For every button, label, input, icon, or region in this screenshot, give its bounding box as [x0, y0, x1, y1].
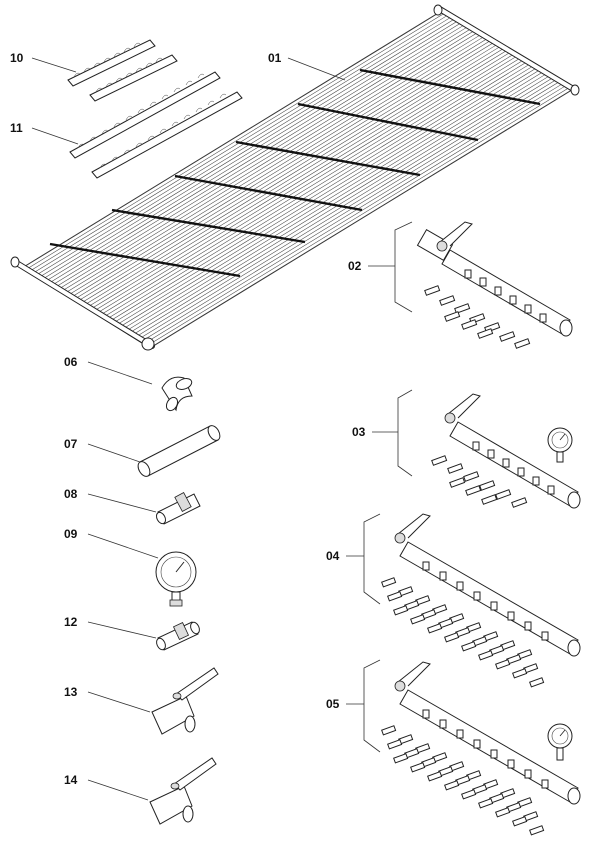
label-03: 03	[352, 425, 366, 439]
part-07-pipe	[137, 425, 221, 477]
part-13-ball-valve	[151, 667, 219, 735]
part-09-pressure-gauge	[155, 551, 197, 607]
part-01-solar-collector-panel	[10, 4, 580, 351]
leader-06	[87, 361, 153, 385]
label-10: 10	[10, 51, 24, 65]
part-05-long-manifold-kit-with-gauge	[346, 659, 581, 836]
label-06: 06	[64, 355, 78, 369]
leader-01	[287, 57, 346, 81]
label-07: 07	[64, 437, 78, 451]
label-09: 09	[64, 527, 78, 541]
leader-08	[87, 493, 157, 513]
part-08-valve-fitting	[155, 492, 201, 525]
gauge-05	[547, 723, 573, 761]
label-01: 01	[268, 51, 282, 65]
leader-07	[87, 443, 141, 463]
part-06-elbow	[161, 376, 193, 412]
label-11: 11	[10, 121, 23, 135]
label-13: 13	[64, 685, 78, 699]
label-05: 05	[326, 697, 340, 711]
leader-10	[31, 57, 77, 73]
leader-11	[31, 127, 79, 145]
part-10-tube-clips	[67, 39, 178, 102]
part-03-manifold-kit-with-gauge	[372, 389, 581, 509]
label-04: 04	[326, 549, 340, 563]
leader-14	[87, 779, 149, 801]
leader-09	[87, 533, 159, 559]
leader-13	[87, 691, 151, 713]
part-02-manifold-kit	[368, 221, 573, 349]
label-12: 12	[64, 615, 78, 629]
leader-12	[87, 621, 157, 639]
label-02: 02	[348, 259, 362, 273]
label-08: 08	[64, 487, 78, 501]
part-14-ball-valve	[149, 757, 217, 825]
gauge-03	[547, 427, 573, 463]
part-12-union-fitting	[156, 621, 200, 651]
manifold-02-body	[416, 221, 573, 337]
part-11-tube-clips	[69, 71, 243, 179]
part-04-long-manifold-kit	[346, 513, 581, 688]
label-14: 14	[64, 773, 78, 787]
